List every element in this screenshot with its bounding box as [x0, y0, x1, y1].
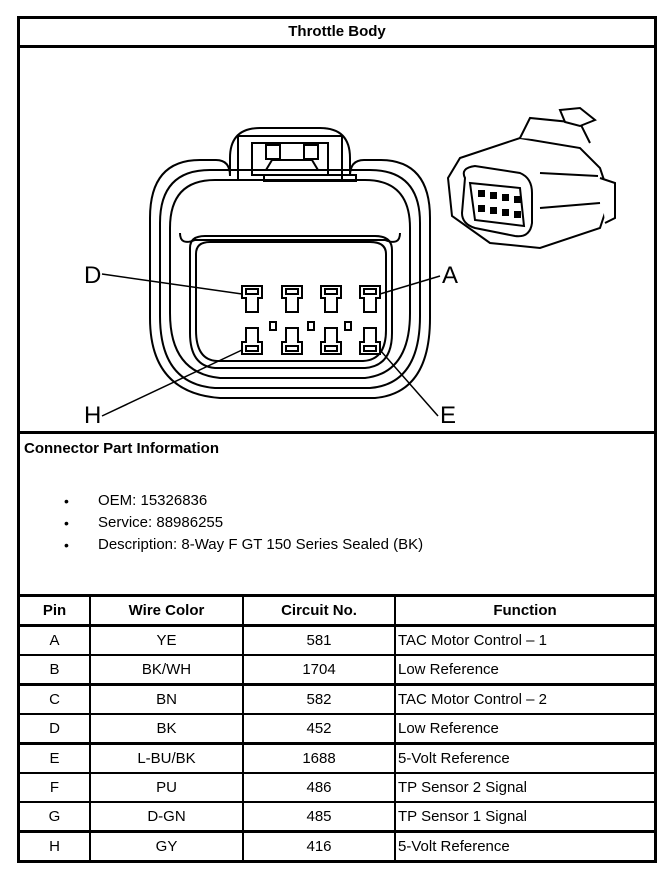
pin-callout-a: A — [442, 262, 459, 289]
cell-circuit: 1688 — [242, 742, 396, 774]
connector-face-drawing — [101, 106, 616, 417]
info-text: Description: 8-Way F GT 150 Series Seale… — [98, 536, 424, 553]
cell-wire-color: BK/WH — [89, 654, 244, 686]
cell-circuit: 485 — [242, 801, 396, 833]
pin-callout-e: E — [440, 402, 457, 429]
cell-wire-color: GY — [89, 830, 244, 860]
pin-cavities-top — [241, 285, 381, 313]
cell-pin: D — [20, 713, 91, 745]
table-row: G D-GN 485 TP Sensor 1 Signal — [20, 801, 654, 833]
info-text: Service: 88986255 — [98, 514, 224, 531]
connector-diagram: D A H E — [20, 48, 654, 434]
cell-pin: F — [20, 772, 91, 803]
header-function: Function — [394, 597, 654, 627]
cell-wire-color: BN — [89, 683, 244, 715]
cell-function: TP Sensor 2 Signal — [394, 772, 654, 803]
cell-pin: G — [20, 801, 91, 833]
table-row: C BN 582 TAC Motor Control – 2 — [20, 683, 654, 715]
cell-pin: E — [20, 742, 91, 774]
header-circuit: Circuit No. — [242, 597, 396, 627]
table-row: E L-BU/BK 1688 5-Volt Reference — [20, 742, 654, 774]
pin-callout-h: H — [84, 402, 102, 429]
info-item-oem: • OEM: 15326836 — [20, 490, 423, 512]
table-row: D BK 452 Low Reference — [20, 713, 654, 745]
cell-wire-color: L-BU/BK — [89, 742, 244, 774]
cell-wire-color: D-GN — [89, 801, 244, 833]
pin-table: Pin Wire Color Circuit No. Function A YE… — [20, 597, 654, 860]
cell-function: 5-Volt Reference — [394, 742, 654, 774]
cell-wire-color: YE — [89, 624, 244, 656]
cell-circuit: 582 — [242, 683, 396, 715]
info-item-description: • Description: 8-Way F GT 150 Series Seal… — [20, 534, 423, 556]
housing-ring-2 — [169, 179, 411, 379]
cell-circuit: 452 — [242, 713, 396, 745]
header-wire-color: Wire Color — [89, 597, 244, 627]
table-row: A YE 581 TAC Motor Control – 1 — [20, 624, 654, 656]
cell-function: TP Sensor 1 Signal — [394, 801, 654, 833]
cell-pin: B — [20, 654, 91, 686]
bullet-icon: • — [64, 493, 69, 509]
housing-outer — [149, 127, 431, 399]
info-item-service: • Service: 88986255 — [20, 512, 423, 534]
cell-circuit: 1704 — [242, 654, 396, 686]
table-row: H GY 416 5-Volt Reference — [20, 830, 654, 860]
callout-leaders — [101, 273, 441, 417]
connector-isometric-picture — [446, 106, 616, 250]
cell-circuit: 581 — [242, 624, 396, 656]
table-row: B BK/WH 1704 Low Reference — [20, 654, 654, 686]
bullet-icon: • — [64, 515, 69, 531]
cell-pin: A — [20, 624, 91, 656]
connector-document: Throttle Body — [17, 16, 657, 863]
cell-pin: C — [20, 683, 91, 715]
table-row: F PU 486 TP Sensor 2 Signal — [20, 772, 654, 803]
cell-function: Low Reference — [394, 713, 654, 745]
cell-wire-color: PU — [89, 772, 244, 803]
cavity-inner — [195, 241, 387, 362]
isometric-pin-cavities — [478, 190, 521, 218]
connector-part-information: Connector Part Information • OEM: 1532683… — [20, 434, 654, 597]
cell-function: TAC Motor Control – 2 — [394, 683, 654, 715]
bullet-icon: • — [64, 537, 69, 553]
cell-wire-color: BK — [89, 713, 244, 745]
info-heading: Connector Part Information — [24, 440, 220, 457]
document-title: Throttle Body — [20, 19, 654, 48]
housing-ring-1 — [159, 169, 421, 389]
part-info-list: • OEM: 15326836 • Service: 88986255 • Descr… — [20, 490, 423, 556]
pin-callout-d: D — [84, 262, 102, 289]
housing-ring-3 — [179, 232, 401, 243]
cell-circuit: 416 — [242, 830, 396, 860]
pin-cavities-bottom — [241, 321, 381, 355]
cell-function: 5-Volt Reference — [394, 830, 654, 860]
cavity-outer — [189, 235, 393, 369]
info-text: OEM: 15326836 — [98, 492, 208, 509]
cell-function: Low Reference — [394, 654, 654, 686]
header-pin: Pin — [20, 597, 91, 627]
cell-pin: H — [20, 830, 91, 860]
cell-circuit: 486 — [242, 772, 396, 803]
cell-function: TAC Motor Control – 1 — [394, 624, 654, 656]
pin-table-header: Pin Wire Color Circuit No. Function — [20, 597, 654, 627]
